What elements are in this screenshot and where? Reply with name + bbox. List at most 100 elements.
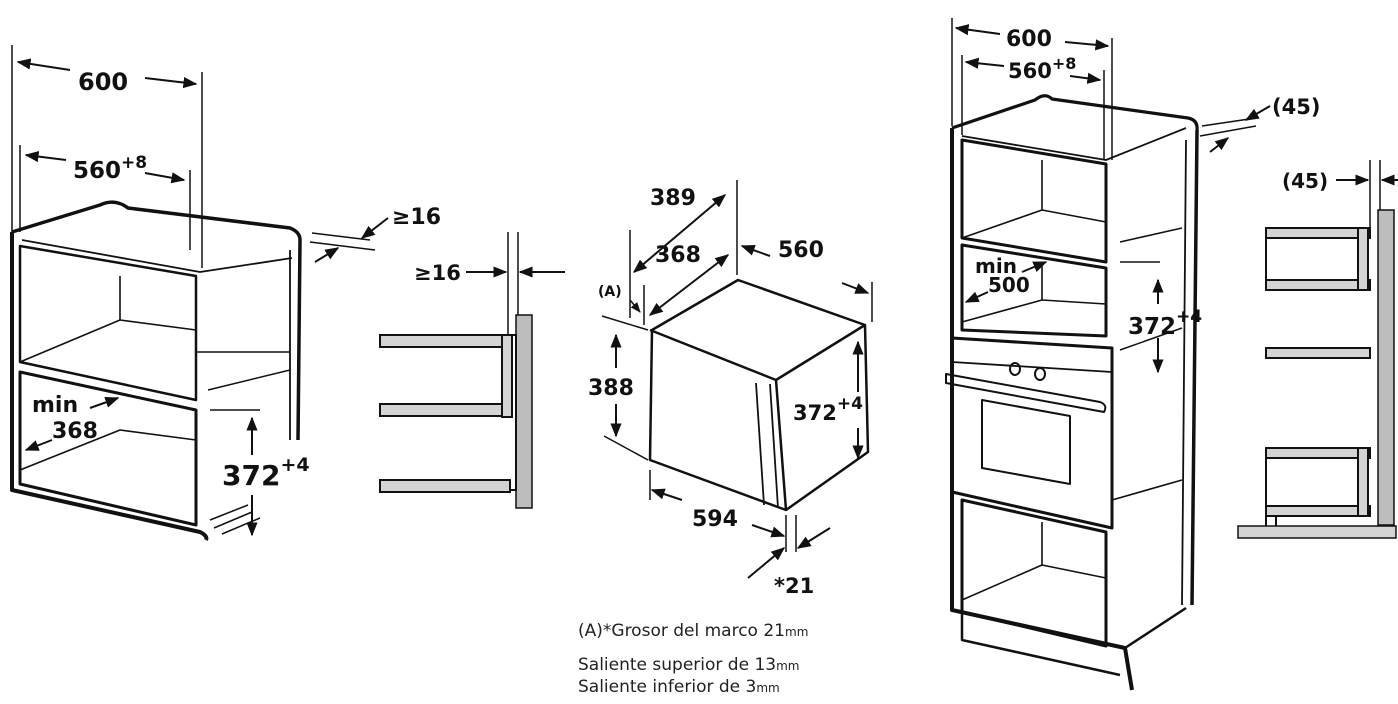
fig4-width-label: 600 — [1006, 27, 1052, 52]
fig4-min-label: min — [975, 254, 1017, 278]
fig4-oven-panel-line — [951, 361, 1113, 373]
fig3-height-body-label: 372+4 — [793, 394, 863, 425]
fig1-outer-front — [10, 232, 209, 541]
fig1-inner-arrow-right — [144, 172, 186, 184]
fig1-gap-line-a — [311, 232, 371, 241]
fig4-top-compartment-inner — [961, 160, 1107, 239]
fig5-shelf-1 — [1265, 227, 1371, 239]
fig2-upright — [501, 334, 513, 418]
fig4-gap-line-b — [1199, 125, 1257, 137]
note-top-overhang-unit: mm — [776, 659, 800, 673]
fig5-upright-bottom — [1357, 447, 1369, 517]
fig1-min-depth-label: 368 — [52, 419, 98, 444]
fig1-min-label: min — [32, 393, 78, 418]
figure5-section — [1237, 160, 1398, 539]
fig4-top-inner — [961, 127, 1187, 161]
fig1-upper-compartment — [18, 244, 198, 402]
fig1-width-label: 600 — [78, 68, 128, 96]
fig5-wall — [1377, 209, 1395, 526]
fig1-top-edge — [11, 200, 302, 241]
fig4-gap-label: (45) — [1272, 95, 1320, 119]
fig4-back-edge — [1190, 129, 1199, 606]
fig4-inner-width-label: 560+8 — [1008, 54, 1076, 83]
fig1-bottom-lines — [209, 504, 261, 535]
fig4-oven-handle — [945, 373, 1107, 413]
fig4-min-arrow-b — [964, 291, 989, 303]
note-bottom-overhang-unit: mm — [756, 681, 780, 695]
fig4-inner-arrow-left — [964, 57, 1005, 69]
fig3-depth-total-label: 389 — [650, 186, 696, 211]
fig4-top-edge — [951, 94, 1199, 131]
fig5-frame-left — [1265, 228, 1277, 526]
fig4-niche — [960, 243, 1108, 338]
fig2-shelf-bottom — [379, 479, 511, 493]
fig3-door-edge — [755, 382, 779, 509]
fig1-width-arrow-left — [16, 58, 71, 71]
fig4-knob-right — [1034, 367, 1046, 381]
fig1-outer-side — [296, 239, 302, 441]
fig1-width-arrow-right — [144, 76, 198, 89]
fig3-body-outline — [648, 278, 870, 512]
fig1-gap-line-b — [309, 241, 376, 251]
fig4-oven-body — [950, 336, 1114, 530]
fig3-depth-body-label: 368 — [655, 243, 701, 268]
fig1-inner-arrow-left — [24, 151, 67, 163]
fig5-shelf-4 — [1265, 447, 1371, 459]
fig1-gap-label: ≥16 — [392, 205, 441, 230]
fig5-upright-top — [1357, 227, 1369, 291]
fig2-gap-label: ≥16 — [414, 261, 461, 285]
fig4-back-inner — [1181, 139, 1187, 606]
fig3-frame-arrow-right — [796, 527, 831, 549]
fig2-shelf-middle — [379, 403, 511, 417]
fig4-side-lines — [1119, 227, 1183, 351]
note-frame-thickness-unit: mm — [785, 625, 809, 639]
fig1-gap-arrow-b — [314, 247, 340, 263]
fig3-frame-label: *21 — [774, 574, 814, 598]
fig5-shelf-2 — [1265, 279, 1371, 291]
fig4-gap-arrow-a — [1244, 105, 1271, 121]
fig4-oven-window — [981, 399, 1071, 485]
fig3-height-total-label: 388 — [588, 376, 634, 401]
fig4-bottom-compartment-inner — [961, 479, 1183, 601]
fig4-width-arrow-left — [954, 24, 1001, 36]
fig3-frame-arrow-left — [747, 547, 786, 579]
fig3-marker-label: (A) — [598, 284, 622, 300]
note-bottom-overhang: Saliente inferior de 3mm — [578, 676, 780, 699]
fig3-width-front-label: 594 — [692, 507, 738, 532]
fig2-wall — [515, 314, 533, 509]
fig3-front-arrow-left — [650, 488, 683, 501]
fig5-floor — [1237, 525, 1397, 539]
fig3-ext-f — [603, 435, 649, 461]
fig3-ext-e — [601, 315, 649, 331]
fig3-marker-arrow — [629, 299, 641, 313]
fig2-shelf-top — [379, 334, 511, 348]
fig3-width-body-label: 560 — [778, 238, 824, 263]
note-top-overhang-text: Saliente superior de 13 — [578, 655, 777, 675]
note-top-overhang: Saliente superior de 13mm — [578, 654, 799, 677]
fig4-gap-arrow-b — [1209, 137, 1230, 153]
note-frame-thickness-text: (A)*Grosor del marco 21 — [578, 621, 785, 641]
fig4-niche-inner — [961, 266, 1107, 323]
figure4-column — [945, 18, 1271, 691]
fig1-shelf-lines — [207, 369, 291, 411]
fig4-plinth — [960, 606, 1187, 677]
figure3-microwave — [601, 180, 873, 579]
fig3-depth-body-arrow — [648, 254, 730, 316]
figure1-cabinet — [10, 45, 389, 541]
fig3-front-arrow-right — [751, 524, 786, 538]
fig1-top-inner — [21, 239, 293, 273]
fig4-width-arrow-right — [1064, 39, 1110, 51]
fig1-height-label: 372+4 — [222, 454, 310, 492]
fig1-niche-inner — [19, 429, 197, 526]
fig3-width-arrow-left — [740, 244, 771, 257]
fig1-min-arrow-b — [24, 439, 53, 451]
fig3-top-front-edge — [775, 323, 866, 382]
fig5-gap-label: (45) — [1282, 169, 1328, 193]
fig3-front-right-edge — [649, 328, 788, 511]
fig4-min-arrow-a — [1021, 261, 1048, 273]
fig1-gap-arrow-a — [360, 217, 389, 239]
fig1-upper-inner — [19, 276, 290, 363]
fig4-height-label: 372+4 — [1128, 307, 1202, 340]
fig4-top-compartment — [960, 138, 1108, 264]
